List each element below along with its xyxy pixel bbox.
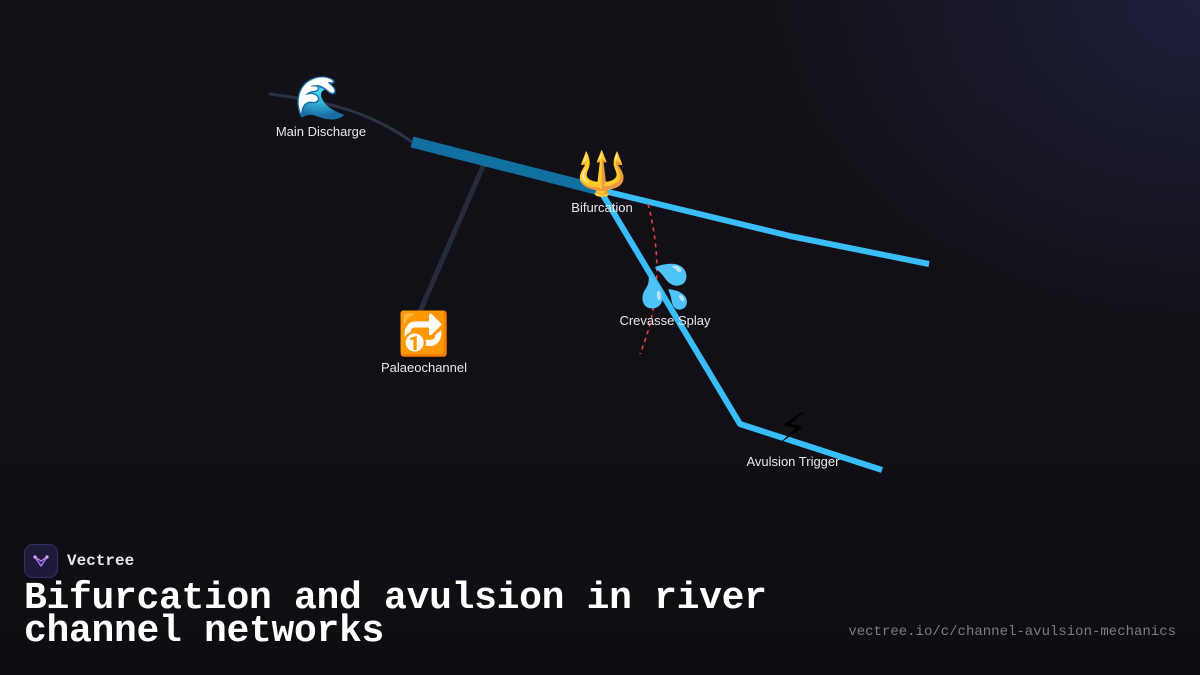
avulsion-channel-path [597, 188, 883, 473]
lightning-icon: ⚡ [778, 403, 808, 452]
vectree-logo-mark [33, 555, 49, 567]
node-label: Bifurcation [571, 200, 633, 215]
brand-name: Vectree [67, 552, 135, 570]
page-title: Bifurcation and avulsion in river channe… [24, 577, 767, 653]
page-url[interactable]: vectree.io/c/channel-avulsion-mechanics [848, 624, 1176, 640]
main-discharge-inflow [268, 92, 414, 144]
node-palaeochannel[interactable]: 🔂 Palaeochannel [344, 309, 504, 376]
repeat-one-icon: 🔂 [397, 309, 451, 358]
node-label: Crevasse Splay [619, 313, 711, 328]
trident-icon: 🔱 [575, 149, 629, 198]
node-crevasse-splay[interactable]: 💦 Crevasse Splay [585, 262, 745, 329]
node-main-discharge[interactable]: 🌊 Main Discharge [241, 73, 401, 140]
node-label: Palaeochannel [380, 360, 468, 375]
node-label: Avulsion Trigger [746, 454, 840, 469]
downstream-channel-path [599, 187, 930, 267]
wave-icon: 🌊 [294, 73, 348, 122]
node-bifurcation[interactable]: 🔱 Bifurcation [522, 149, 682, 216]
vectree-logo-icon [24, 544, 58, 578]
node-label: Main Discharge [275, 124, 367, 139]
brand[interactable]: Vectree [24, 544, 134, 578]
node-avulsion-trigger[interactable]: ⚡ Avulsion Trigger [713, 403, 873, 470]
upstream-channel-path [410, 136, 602, 196]
crevasse-splay-path [639, 203, 658, 355]
droplets-icon: 💦 [638, 262, 692, 311]
abandoned-channel-path [415, 161, 487, 319]
